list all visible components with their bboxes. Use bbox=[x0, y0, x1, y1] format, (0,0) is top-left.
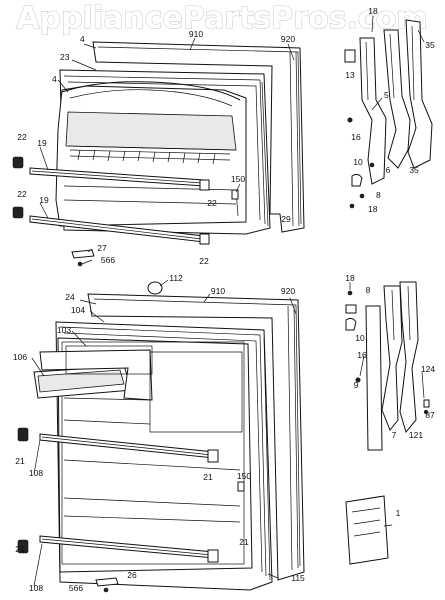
label-910-fresh: 910 bbox=[211, 286, 225, 296]
freezer-door-assembly bbox=[12, 41, 305, 267]
label-566-upper: 566 bbox=[101, 255, 115, 265]
label-4: 4 bbox=[80, 34, 85, 44]
label-18-lower: 18 bbox=[368, 204, 378, 214]
handle-9 bbox=[365, 305, 383, 451]
owners-manual-card bbox=[345, 495, 389, 565]
fresh-food-door-assembly bbox=[17, 281, 305, 593]
label-35: 35 bbox=[425, 40, 435, 50]
label-121: 121 bbox=[409, 430, 423, 440]
screw-18-upper bbox=[349, 203, 355, 209]
label-6: 6 bbox=[386, 165, 391, 175]
label-9: 9 bbox=[354, 380, 359, 390]
label-106: 106 bbox=[13, 352, 27, 362]
label-108-upper: 108 bbox=[29, 468, 43, 478]
cam-150-lower bbox=[237, 481, 245, 492]
label-150: 150 bbox=[231, 174, 245, 184]
label-115: 115 bbox=[291, 573, 305, 583]
label-22-upper-left: 22 bbox=[17, 132, 27, 142]
screw-16-lower bbox=[355, 377, 361, 383]
label-124: 124 bbox=[421, 364, 435, 374]
label-10-fresh: 10 bbox=[355, 333, 365, 343]
screw-18-lower bbox=[347, 290, 353, 296]
label-22-right-upper: 22 bbox=[207, 198, 217, 208]
label-24: 24 bbox=[65, 292, 75, 302]
shelf-clip-right-lower bbox=[199, 233, 210, 245]
shelf-clip-21-left-upper bbox=[17, 427, 29, 442]
watermark: AppliancePartsPros.com bbox=[16, 1, 427, 36]
label-18-fresh: 18 bbox=[345, 273, 355, 283]
label-19-upper: 19 bbox=[37, 138, 47, 148]
shelf-clip-right-upper bbox=[199, 179, 210, 191]
label-22-lower-left: 22 bbox=[17, 189, 27, 199]
label-8-fresh: 8 bbox=[366, 285, 371, 295]
screw-16-upper bbox=[347, 117, 353, 123]
screw-566-upper bbox=[77, 261, 83, 267]
freezer-shelf-grating bbox=[69, 149, 231, 165]
label-1: 1 bbox=[396, 508, 401, 518]
label-7: 7 bbox=[392, 430, 397, 440]
label-103: 103 bbox=[57, 325, 71, 335]
label-4-liner: 4 bbox=[52, 74, 57, 84]
label-108-lower: 108 bbox=[29, 583, 43, 593]
label-21-right-lower: 21 bbox=[239, 537, 249, 547]
label-13: 13 bbox=[345, 70, 355, 80]
handle-121 bbox=[399, 281, 419, 434]
label-112: 112 bbox=[169, 273, 183, 283]
shelf-clip-left-upper bbox=[12, 156, 24, 169]
freezer-door-liner bbox=[55, 85, 247, 227]
label-920: 920 bbox=[281, 34, 295, 44]
freezer-cam-150 bbox=[231, 189, 239, 200]
hinge-8-lower bbox=[345, 304, 357, 314]
part-124 bbox=[423, 399, 430, 408]
label-26: 26 bbox=[127, 570, 137, 580]
label-21-lower-left: 21 bbox=[15, 544, 25, 554]
shelf-clip-21-right-lower bbox=[207, 549, 219, 563]
label-21-upper-left: 21 bbox=[15, 456, 25, 466]
label-5: 5 bbox=[384, 90, 389, 100]
freezer-hinge-parts bbox=[344, 19, 433, 209]
door-stop-part bbox=[71, 249, 95, 259]
plug-112 bbox=[147, 281, 163, 295]
label-10: 10 bbox=[353, 157, 363, 167]
handle-7 bbox=[381, 285, 403, 431]
label-910: 910 bbox=[189, 29, 203, 39]
label-21-right-upper: 21 bbox=[203, 472, 213, 482]
label-150-fresh: 150 bbox=[237, 471, 251, 481]
shelf-clip-left-lower bbox=[12, 206, 24, 219]
hinge-13 bbox=[344, 49, 356, 63]
fresh-food-outer-door bbox=[87, 293, 305, 581]
label-22-right-lower: 22 bbox=[199, 256, 209, 266]
fresh-food-hinge-parts bbox=[345, 281, 430, 565]
label-29: 29 bbox=[281, 214, 291, 224]
door-stop-26 bbox=[95, 577, 119, 587]
freezer-handle-trim bbox=[359, 37, 387, 185]
label-35-lower: 35 bbox=[409, 165, 419, 175]
leader-lines bbox=[31, 15, 425, 587]
label-87: 87 bbox=[425, 410, 435, 420]
shelf-clip-21-right-upper bbox=[207, 449, 219, 463]
label-27: 27 bbox=[97, 243, 107, 253]
cover-10-upper bbox=[351, 173, 363, 187]
label-566-lower: 566 bbox=[69, 583, 83, 593]
screw-87 bbox=[423, 409, 429, 415]
label-23: 23 bbox=[60, 52, 70, 62]
label-16: 16 bbox=[351, 132, 361, 142]
shelf-clip-21-left-lower bbox=[17, 539, 29, 554]
label-18: 18 bbox=[368, 6, 378, 16]
label-8: 8 bbox=[376, 190, 381, 200]
label-104: 104 bbox=[71, 305, 85, 315]
label-19-lower: 19 bbox=[39, 195, 49, 205]
part-number-labels: 18 4 910 920 35 23 13 4 5 16 22 19 10 6 … bbox=[13, 6, 435, 593]
cover-10-lower bbox=[345, 317, 357, 331]
freezer-outer-door bbox=[92, 41, 305, 233]
label-920-fresh: 920 bbox=[281, 286, 295, 296]
screw-566-lower bbox=[103, 587, 109, 593]
freezer-handle-5 bbox=[383, 29, 411, 169]
label-16-fresh: 16 bbox=[357, 350, 367, 360]
screw-8-upper bbox=[359, 193, 365, 199]
